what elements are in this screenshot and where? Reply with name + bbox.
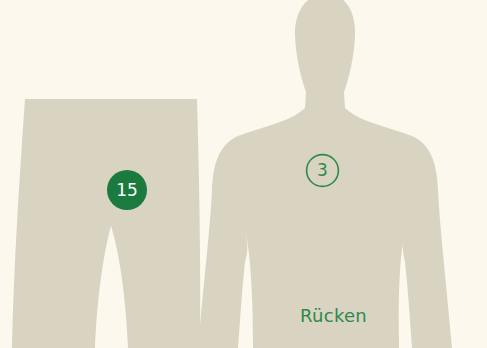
callout-number: 15 xyxy=(116,182,138,199)
region-label: Rücken xyxy=(300,305,367,326)
torso-silhouette xyxy=(198,0,452,348)
callout-number: 3 xyxy=(317,162,328,179)
legs-silhouette xyxy=(12,99,200,348)
callout-outline-circle: 3 xyxy=(305,153,340,188)
circle-shape xyxy=(307,155,339,187)
circle-shape xyxy=(107,170,147,210)
callout-filled-circle: 15 xyxy=(107,170,147,210)
